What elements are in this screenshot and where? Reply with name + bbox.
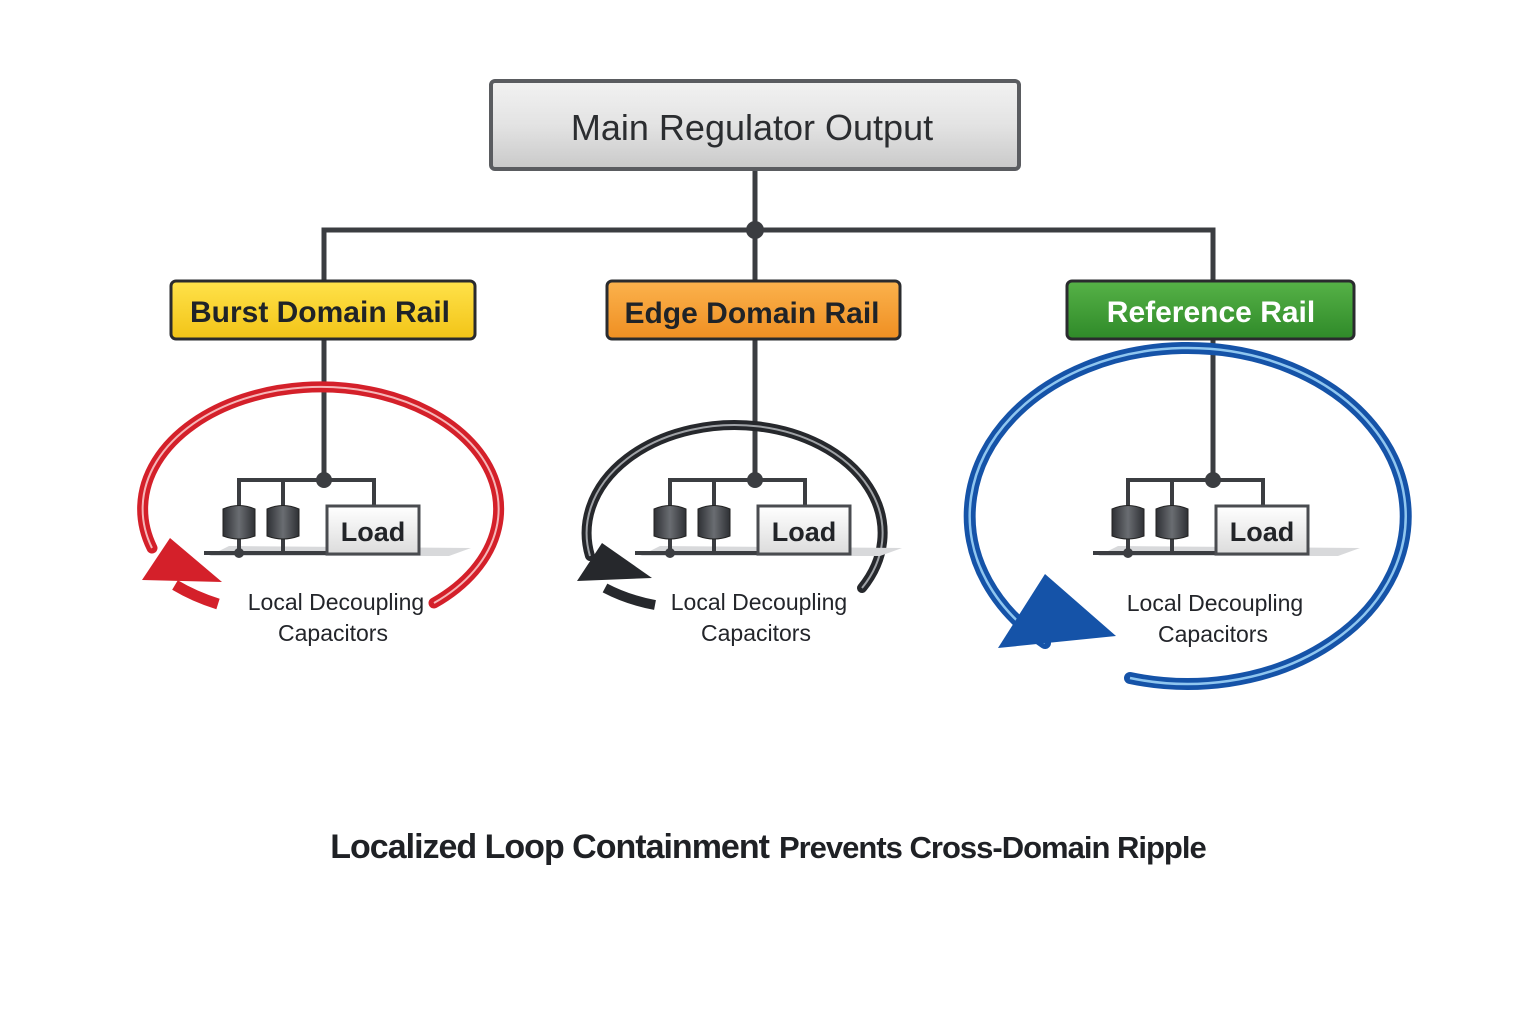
capacitor-icon [1155,505,1189,540]
current-loop-reference [963,342,1412,690]
loop-caption-burst: Local Decoupling Capacitors [248,589,424,646]
capacitor-icon [266,505,300,540]
current-loop-burst [137,381,505,610]
caption-line2-edge: Capacitors [701,620,811,646]
load-box [325,504,421,556]
load-label: Load [772,517,837,547]
current-loop-edge [577,420,888,610]
load-box [1214,504,1310,556]
circuit-junction-node [316,472,332,488]
load-label: Load [1230,517,1295,547]
main-regulator-box: Main Regulator Output [489,79,1021,171]
circuit-edge: Load [635,472,902,558]
load-box [756,504,852,556]
circuit-top-wire [668,478,807,510]
bus-junction-node [746,221,764,239]
rail-box-reference: Reference Rail [1065,279,1356,341]
bus-wiring [321,170,1216,478]
main-regulator-label: Main Regulator Output [571,107,933,148]
circuit-top-wire [1126,478,1265,510]
caption-part1: Localized Loop Containment [330,828,770,866]
rail-label-burst: Burst Domain Rail [190,296,450,329]
loop-arrowhead-edge [577,543,652,581]
rail-box-burst: Burst Domain Rail [169,279,477,341]
circuit-burst: Load [204,472,471,558]
ground-node [234,548,244,558]
ground-node [1123,548,1133,558]
caption-part2: Prevents Cross-Domain Ripple [778,830,1207,865]
caption-line1-burst: Local Decoupling [248,589,424,615]
loop-caption-reference: Local Decoupling Capacitors [1127,590,1303,647]
loop-arrowhead-reference [998,574,1116,648]
caption-line1-reference: Local Decoupling [1127,590,1303,616]
loop-arrowhead-burst [142,538,222,582]
capacitor-icon [653,505,687,540]
capacitor-icon [697,505,731,540]
ground-node [665,548,675,558]
load-label: Load [341,517,406,547]
rail-label-edge: Edge Domain Rail [624,297,879,330]
rail-label-reference: Reference Rail [1107,296,1315,329]
caption-line2-reference: Capacitors [1158,621,1268,647]
caption-line1-edge: Local Decoupling [671,589,847,615]
circuit-junction-node [747,472,763,488]
capacitor-icon [222,505,256,540]
circuit-junction-node [1205,472,1221,488]
circuit-reference: Load [1093,472,1360,558]
loop-caption-edge: Local Decoupling Capacitors [671,589,847,646]
caption-line2-burst: Capacitors [278,620,388,646]
rail-box-edge: Edge Domain Rail [605,279,902,341]
capacitor-icon [1111,505,1145,540]
circuit-top-wire [237,478,376,510]
